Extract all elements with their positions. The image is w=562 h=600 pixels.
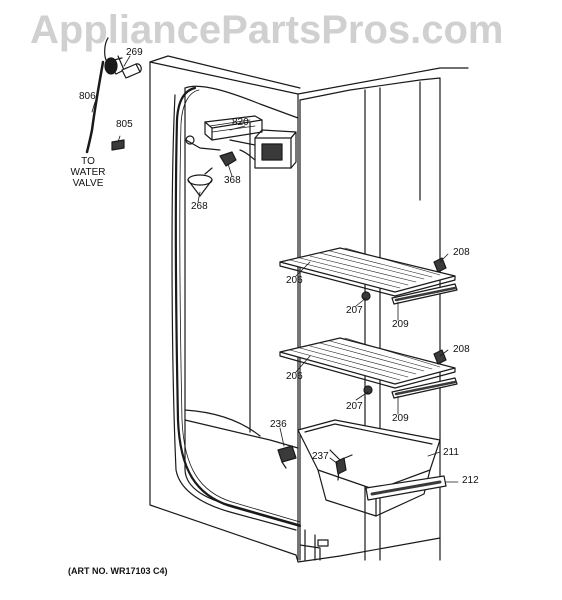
label-208-lower: 208 xyxy=(453,344,470,355)
note-line-1: TO xyxy=(81,156,95,167)
label-268: 268 xyxy=(191,201,208,212)
lower-shelf-supports xyxy=(363,349,458,399)
fill-tube-assembly xyxy=(85,37,142,154)
label-237: 237 xyxy=(312,451,329,462)
water-valve-note: TO WATER VALVE xyxy=(68,156,108,189)
label-368: 368 xyxy=(224,175,241,186)
note-line-2: WATER xyxy=(70,167,106,178)
label-206-upper: 206 xyxy=(286,275,303,286)
label-236: 236 xyxy=(270,419,287,430)
icemaker-assembly xyxy=(185,115,297,169)
cabinet-liner xyxy=(171,85,301,531)
label-269: 269 xyxy=(126,47,143,58)
label-209-upper: 209 xyxy=(392,319,409,330)
label-212: 212 xyxy=(462,475,479,486)
upper-shelf xyxy=(279,247,456,297)
upper-shelf-supports xyxy=(361,257,458,305)
leader-lines xyxy=(91,55,459,483)
part-268-fill-cup xyxy=(187,167,213,197)
label-207-lower: 207 xyxy=(346,401,363,412)
cabinet-shell xyxy=(149,55,469,563)
label-209-lower: 209 xyxy=(392,413,409,424)
part-805-clip xyxy=(111,139,125,151)
note-line-3: VALVE xyxy=(72,178,104,189)
part-368-bracket xyxy=(219,151,237,167)
label-208-upper: 208 xyxy=(453,247,470,258)
part-237-support xyxy=(335,457,347,475)
art-number: (ART NO. WR17103 C4) xyxy=(68,566,168,576)
part-236-support xyxy=(277,445,297,469)
label-207-upper: 207 xyxy=(346,305,363,316)
handle-212 xyxy=(365,475,447,501)
label-820: 820 xyxy=(232,117,249,128)
water-tube xyxy=(174,86,302,528)
label-211: 211 xyxy=(443,447,459,458)
lower-shelf xyxy=(279,337,456,389)
watermark: AppliancePartsPros.com xyxy=(30,8,504,52)
label-206-lower: 206 xyxy=(286,371,303,382)
label-805: 805 xyxy=(116,119,133,130)
pan-211 xyxy=(297,419,441,517)
label-806: 806 xyxy=(79,91,96,102)
